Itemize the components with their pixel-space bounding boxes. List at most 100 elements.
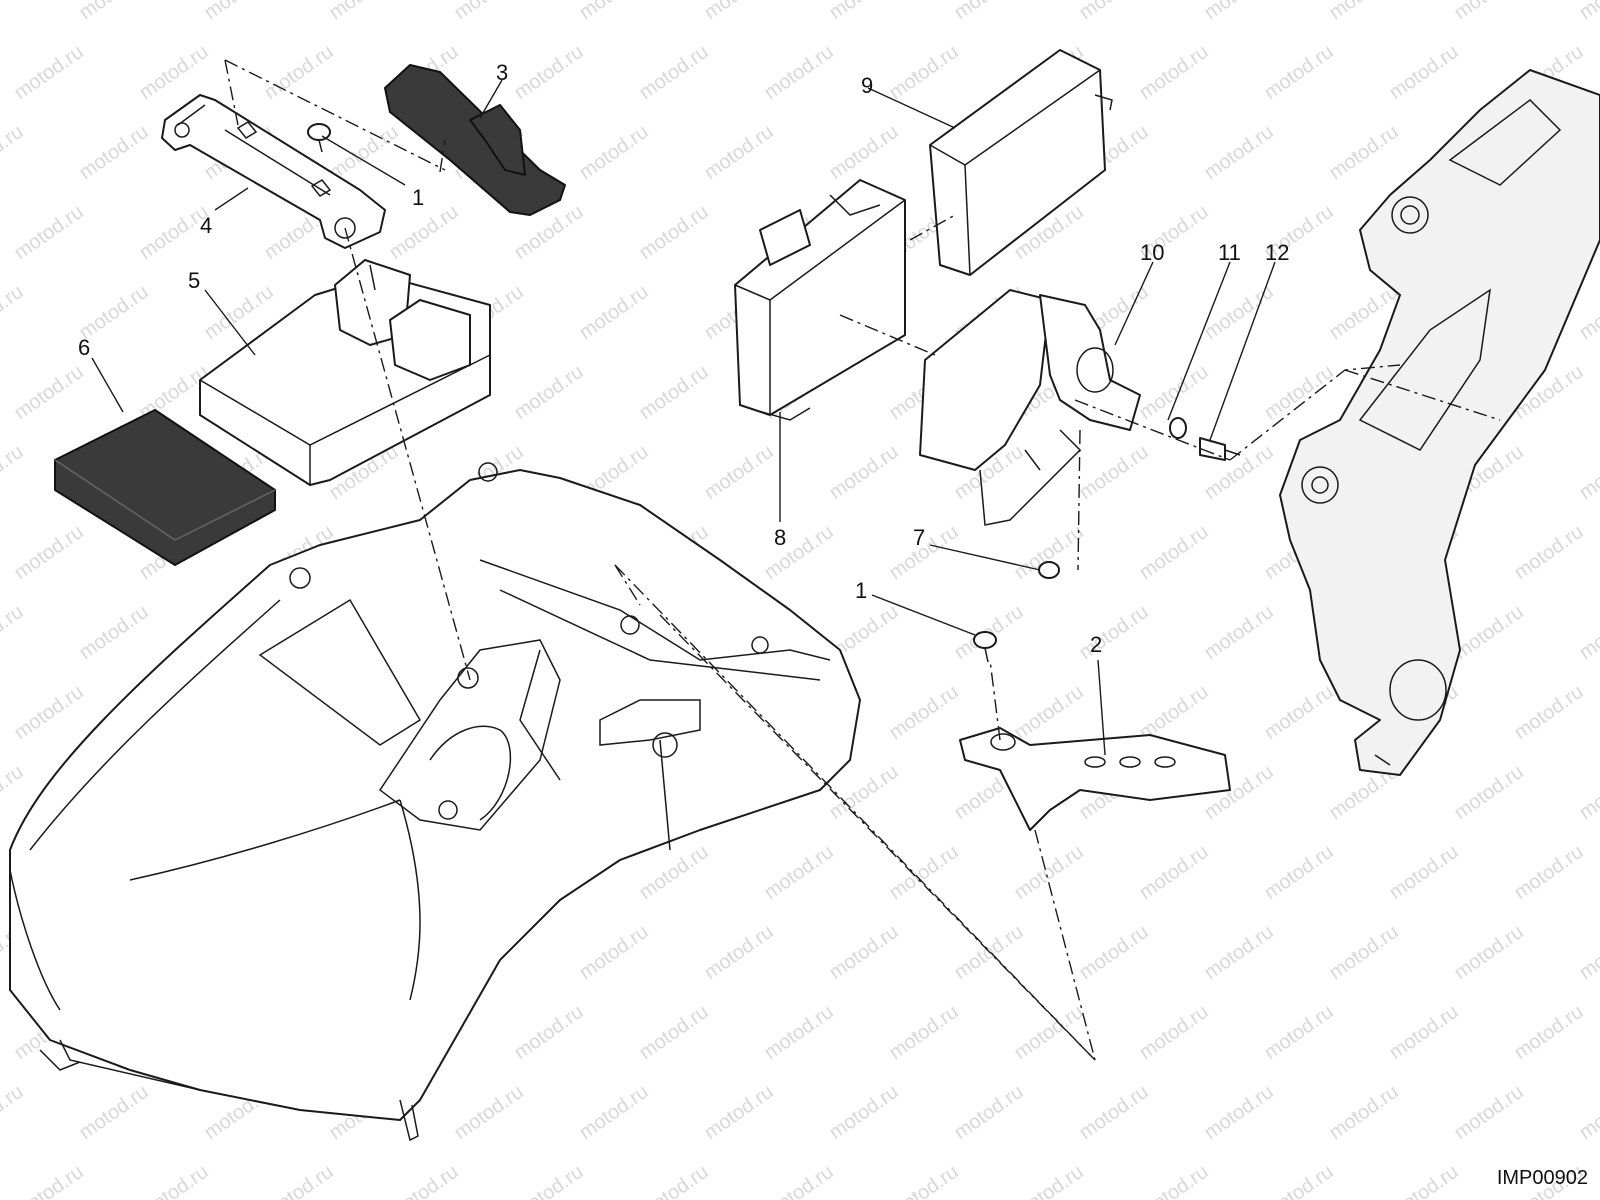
callout-5: 5 [188, 268, 200, 293]
watermark-text: motod.ru [385, 1161, 462, 1200]
part-3-rubber-mount [384, 64, 566, 216]
watermark-text: motod.ru [1575, 601, 1600, 664]
watermark-text: motod.ru [1325, 121, 1402, 184]
watermark-text: motod.ru [10, 681, 87, 744]
watermark-text: motod.ru [575, 121, 652, 184]
part-9-module [929, 49, 1113, 276]
watermark-text: motod.ru [75, 121, 152, 184]
watermark-text: motod.ru [510, 1001, 587, 1064]
watermark-text: motod.ru [635, 1001, 712, 1064]
watermark-text: motod.ru [885, 841, 962, 904]
drawing-reference: IMP00902 [1496, 1167, 1588, 1189]
watermark-text: motod.ru [1010, 1161, 1087, 1200]
assembly-lines [224, 59, 1501, 1061]
watermark-text: motod.ru [135, 1161, 212, 1200]
watermark-text: motod.ru [700, 121, 777, 184]
part-6-pad [54, 409, 276, 566]
watermark-text: motod.ru [700, 921, 777, 984]
part-1-screw-top [307, 123, 331, 153]
watermark-text: motod.ru [950, 1081, 1027, 1144]
leader-lines [91, 79, 1276, 756]
watermark-text: motod.ru [10, 41, 87, 104]
watermark-text: motod.ru [1075, 601, 1152, 664]
watermark-text: motod.ru [635, 1161, 712, 1200]
callout-7: 7 [913, 525, 925, 550]
watermark-text: motod.ru [1510, 521, 1587, 584]
watermark-text: motod.ru [510, 41, 587, 104]
watermark-text: motod.ru [75, 1081, 152, 1144]
watermark-text: motod.ru [0, 121, 28, 184]
watermark-text: motod.ru [75, 601, 152, 664]
callout-1-lower: 1 [855, 578, 867, 603]
watermark-text: motod.ru [510, 1161, 587, 1200]
watermark-text: motod.ru [1010, 681, 1087, 744]
watermark-text: motod.ru [575, 281, 652, 344]
watermark-text: motod.ru [1260, 1161, 1337, 1200]
part-8-module [734, 179, 906, 421]
watermark-text: motod.ru [1325, 0, 1402, 24]
watermark-text: motod.ru [10, 361, 87, 424]
watermark-text: motod.ru [1575, 441, 1600, 504]
watermark-text: motod.ru [510, 361, 587, 424]
callout-labels: 9 3 1 4 5 6 8 10 11 12 7 1 2 [78, 60, 1289, 657]
part-10-holder [919, 289, 1141, 526]
watermark-text: motod.ru [760, 1001, 837, 1064]
watermark-text: motod.ru [385, 201, 462, 264]
watermark-text: motod.ru [1385, 1161, 1462, 1200]
callout-1-top: 1 [412, 185, 424, 210]
frame-section [1279, 69, 1600, 776]
watermark-text: motod.ru [575, 0, 652, 24]
headlight-housing [9, 462, 861, 1142]
watermark-text: motod.ru [1200, 121, 1277, 184]
callout-3: 3 [496, 60, 508, 85]
watermark-text: motod.ru [1200, 921, 1277, 984]
watermark-text: motod.ru [1450, 921, 1527, 984]
watermark-text: motod.ru [10, 1161, 87, 1200]
watermark-text: motod.ru [635, 41, 712, 104]
watermark-text: motod.ru [1575, 1081, 1600, 1144]
part-4-bracket [161, 94, 386, 249]
watermark-text: motod.ru [1075, 0, 1152, 24]
watermark-text: motod.ru [1135, 1001, 1212, 1064]
watermark-text: motod.ru [325, 0, 402, 24]
watermark-text: motod.ru [1325, 921, 1402, 984]
watermark-text: motod.ru [825, 121, 902, 184]
watermark-text: motod.ru [575, 1081, 652, 1144]
watermark-text: motod.ru [1325, 1081, 1402, 1144]
part-2-lower-bracket [959, 727, 1231, 831]
watermark-text: motod.ru [1385, 1001, 1462, 1064]
callout-6: 6 [78, 335, 90, 360]
watermark-text: motod.ru [260, 1161, 337, 1200]
watermark-text: motod.ru [885, 41, 962, 104]
watermark-text: motod.ru [1075, 1081, 1152, 1144]
callout-12: 12 [1265, 240, 1289, 265]
callout-4: 4 [200, 213, 212, 238]
watermark-text: motod.ru [1200, 281, 1277, 344]
watermark-text: motod.ru [200, 0, 277, 24]
watermark-text: motod.ru [885, 681, 962, 744]
watermark-text: motod.ru [885, 1161, 962, 1200]
watermark-text: motod.ru [1510, 681, 1587, 744]
watermark-text: motod.ru [450, 0, 527, 24]
watermark-text: motod.ru [825, 1081, 902, 1144]
watermark-text: motod.ru [1450, 1081, 1527, 1144]
watermark-text: motod.ru [760, 841, 837, 904]
watermark-text: motod.ru [1385, 41, 1462, 104]
part-12-stud [1199, 437, 1241, 461]
watermark-text: motod.ru [825, 0, 902, 24]
watermark-text: motod.ru [1200, 1081, 1277, 1144]
watermark-text: motod.ru [0, 601, 28, 664]
watermark-text: motod.ru [1010, 1001, 1087, 1064]
callout-11: 11 [1218, 240, 1241, 265]
watermark-text: motod.ru [10, 201, 87, 264]
part-5-control-unit [199, 259, 491, 486]
watermark-text: motod.ru [1260, 361, 1337, 424]
watermark-text: motod.ru [1575, 0, 1600, 24]
watermark-text: motod.ru [760, 1161, 837, 1200]
watermark-text: motod.ru [260, 41, 337, 104]
watermark-text: motod.ru [0, 0, 28, 24]
watermark-text: motod.ru [1450, 601, 1527, 664]
watermark-text: motod.ru [885, 1001, 962, 1064]
watermark-text: motod.ru [635, 201, 712, 264]
watermark-text: motod.ru [1510, 1001, 1587, 1064]
